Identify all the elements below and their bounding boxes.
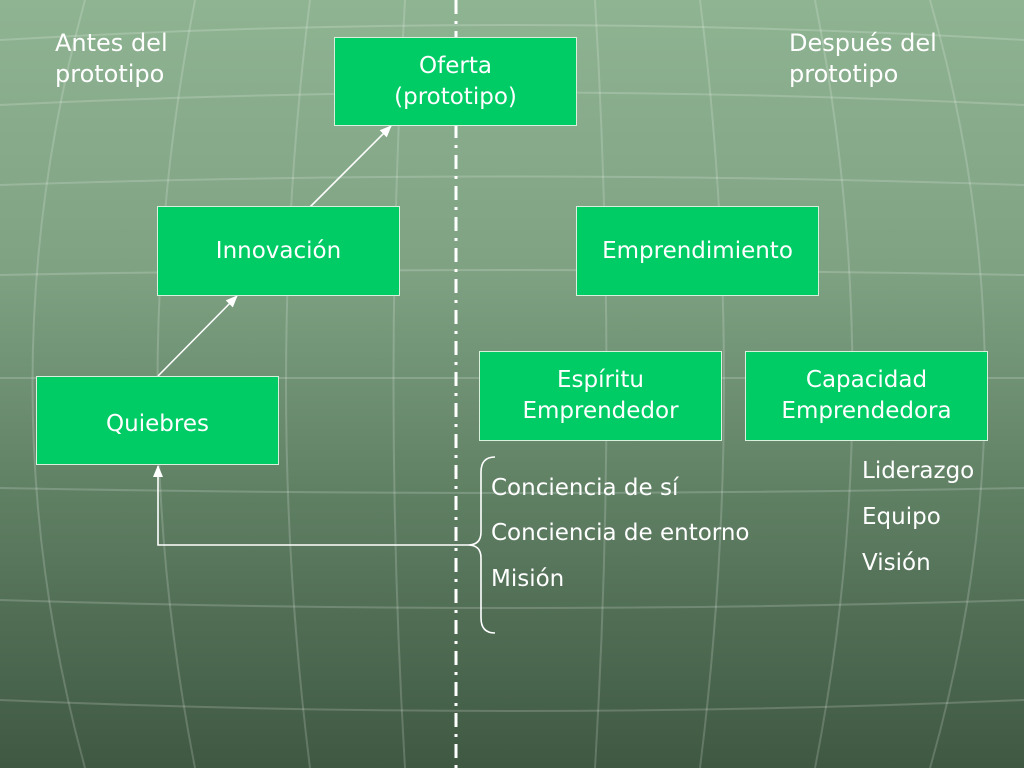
arrow-quiebres-to-innovacion: [157, 295, 238, 377]
grid-line: [699, 0, 725, 768]
capacidad-item: Equipo: [862, 504, 941, 530]
grid-line: [285, 0, 311, 768]
espiritu-item: Misión: [491, 566, 565, 592]
emprendimiento-box: Emprendimiento: [576, 206, 819, 296]
espiritu-item: Conciencia de sí: [491, 475, 679, 501]
grid-line: [0, 175, 1024, 186]
grid-line: [0, 24, 1024, 41]
grid-line: [0, 269, 1024, 276]
espiritu-item: Conciencia de entorno: [491, 520, 750, 546]
capacidad-item: Visión: [862, 550, 931, 576]
arrow-innovacion-to-oferta: [309, 125, 392, 208]
grid-line: [0, 599, 1024, 609]
espiritu-emprendedor-box: Espíritu Emprendedor: [479, 351, 722, 441]
before-prototype-heading: Antes del prototipo: [55, 29, 168, 88]
capacidad-item: Liderazgo: [862, 458, 975, 484]
grid-line: [0, 699, 1024, 712]
capacidad-emprendedora-box: Capacidad Emprendedora: [745, 351, 988, 441]
after-prototype-heading: Después del prototipo: [789, 29, 937, 88]
grid-line: [0, 487, 1024, 494]
innovacion-box: Innovación: [157, 206, 400, 296]
quiebres-box: Quiebres: [36, 376, 279, 465]
oferta-box: Oferta (prototipo): [334, 37, 577, 126]
espiritu-items-brace: [467, 456, 496, 634]
arrow-espiritu-to-quiebres: [153, 465, 468, 546]
grid-line: [31, 0, 86, 768]
